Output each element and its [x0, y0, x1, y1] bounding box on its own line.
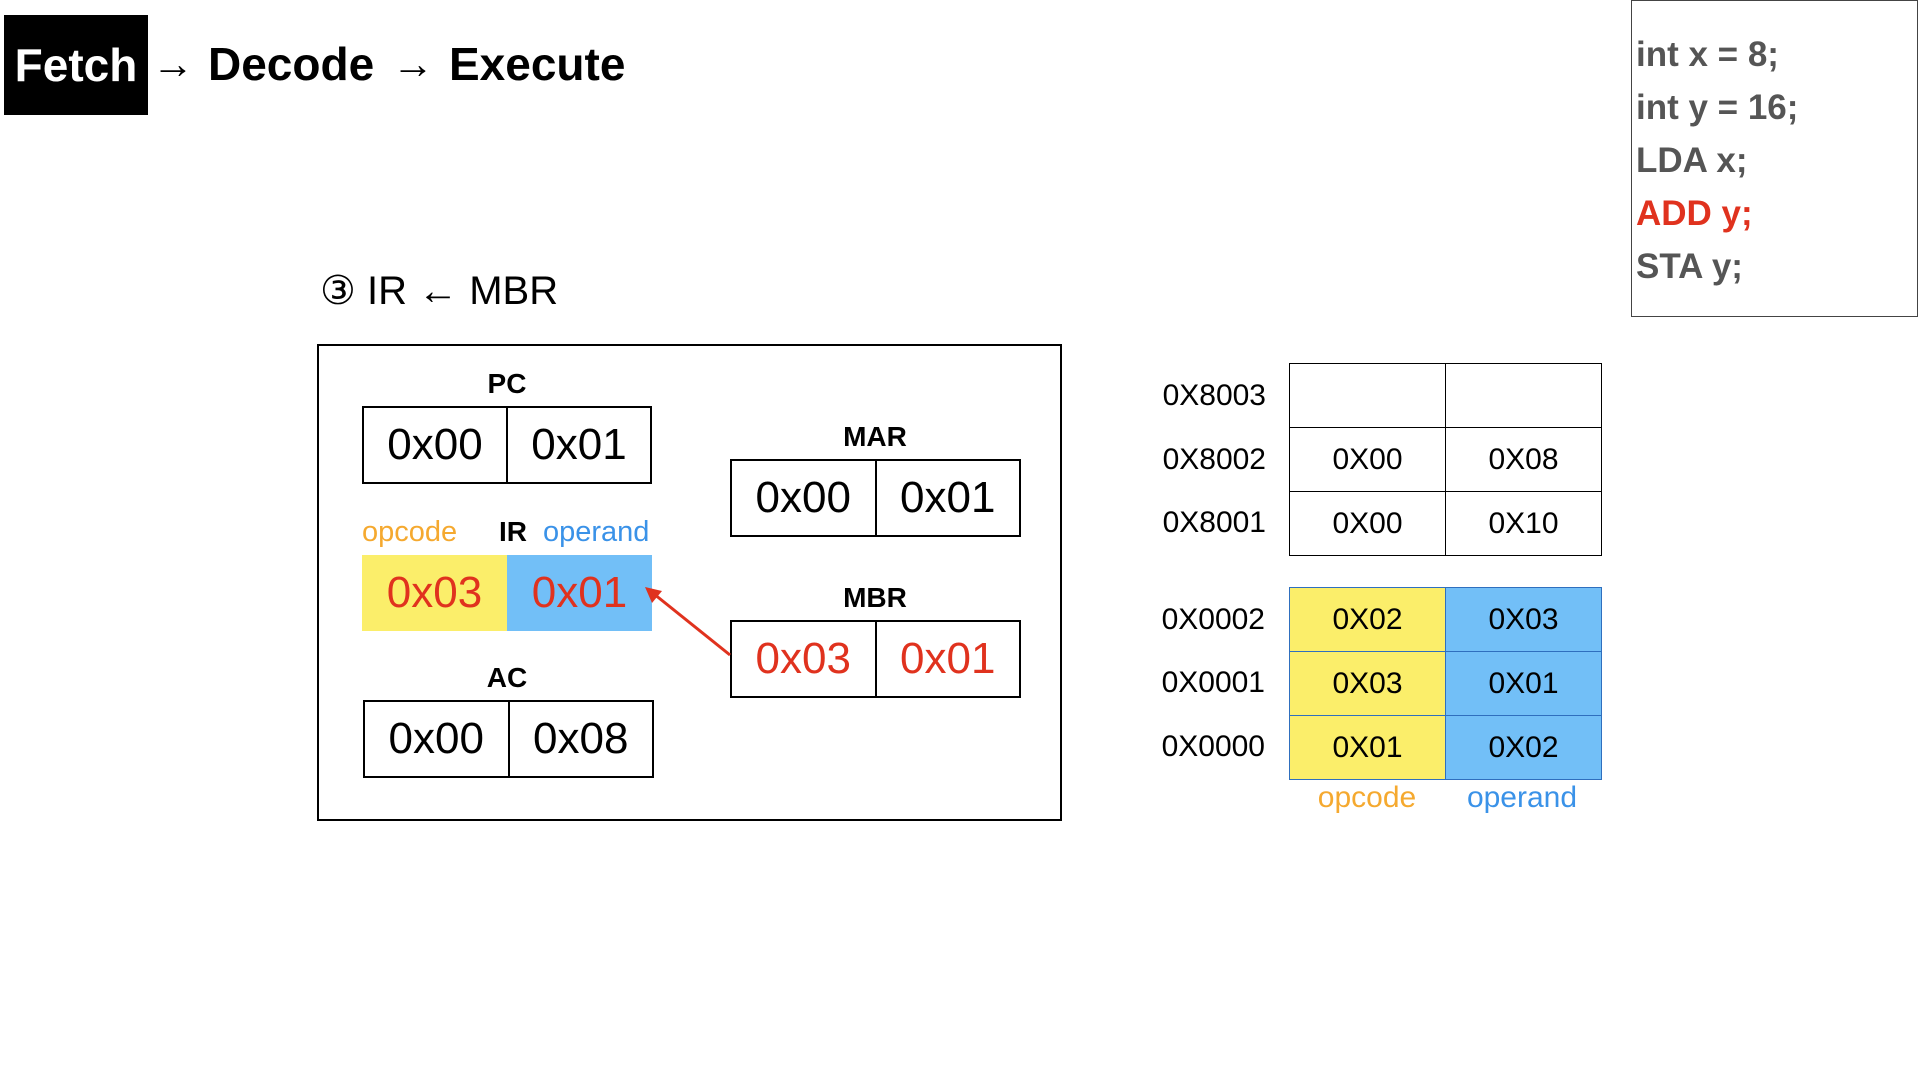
transfer-arrow-icon	[645, 587, 731, 657]
table-row: 0X00 0X10	[1289, 491, 1602, 556]
table-row	[1289, 363, 1602, 428]
pc-low: 0x01	[506, 408, 650, 482]
table-row: 0X03 0X01	[1289, 651, 1602, 716]
arrow-icon: →	[152, 40, 194, 87]
pc-high: 0x00	[387, 420, 483, 469]
ir-operand-label: operand	[543, 516, 650, 548]
code-line: int x = 8;	[1636, 35, 1779, 74]
memory-cell	[1289, 363, 1446, 428]
memory-operand-cell: 0X03	[1445, 587, 1602, 652]
arrow-icon: →	[392, 40, 434, 87]
ir-operand: 0x01	[507, 555, 652, 631]
ac-high: 0x00	[388, 714, 484, 763]
ac-low: 0x08	[507, 702, 653, 776]
memory-operand-caption: operand	[1466, 781, 1578, 814]
memory-cell: 0X08	[1445, 427, 1602, 492]
table-row: 0X01 0X02	[1289, 715, 1602, 780]
code-line: int y = 16;	[1636, 88, 1799, 127]
code-panel: int x = 8; int y = 16; LDA x; ADD y; STA…	[1631, 0, 1918, 317]
mar-label: MAR	[843, 421, 907, 452]
memory-address: 0X8003	[1162, 379, 1266, 412]
memory-cell: 0X00	[1289, 427, 1446, 492]
mbr-low: 0x01	[874, 622, 1020, 696]
mar-high: 0x00	[755, 473, 851, 522]
memory-opcode-caption: opcode	[1317, 781, 1417, 814]
memory-opcode-cell: 0X01	[1289, 715, 1446, 780]
mbr-register: 0x03 0x01	[730, 620, 1021, 698]
memory-cell: 0X10	[1445, 491, 1602, 556]
memory-operand-cell: 0X02	[1445, 715, 1602, 780]
cpu-box	[317, 344, 1062, 821]
memory-opcode-cell: 0X03	[1289, 651, 1446, 716]
table-row: 0X00 0X08	[1289, 427, 1602, 492]
memory-address: 0X0001	[1161, 666, 1265, 699]
pc-label: PC	[487, 368, 527, 399]
memory-cell	[1445, 363, 1602, 428]
mar-register: 0x00 0x01	[730, 459, 1021, 537]
stage-decode: Decode	[208, 38, 375, 90]
mbr-high: 0x03	[755, 634, 851, 683]
memory-address: 0X8002	[1162, 443, 1266, 476]
ir-opcode: 0x03	[362, 555, 507, 631]
memory-cell: 0X00	[1289, 491, 1446, 556]
ac-register: 0x00 0x08	[363, 700, 654, 778]
ac-label: AC	[486, 662, 528, 693]
memory-operand-cell: 0X01	[1445, 651, 1602, 716]
code-line-active: ADD y;	[1636, 194, 1753, 233]
ir-label: IR	[499, 516, 527, 547]
mar-low: 0x01	[874, 461, 1020, 535]
mbr-label: MBR	[843, 582, 907, 613]
table-row: 0X02 0X03	[1289, 587, 1602, 652]
stage-fetch-label: Fetch	[14, 39, 138, 91]
memory-address: 0X0000	[1161, 730, 1265, 763]
memory-data-table: 0X00 0X08 0X00 0X10	[1289, 363, 1602, 556]
stage-execute: Execute	[449, 38, 626, 90]
ir-opcode-label: opcode	[362, 516, 458, 548]
stage-fetch: Fetch	[4, 15, 148, 115]
code-line: STA y;	[1636, 247, 1743, 286]
memory-address: 0X8001	[1162, 506, 1266, 539]
pc-register: 0x00 0x01	[362, 406, 652, 484]
ir-register: 0x03 0x01	[362, 555, 652, 631]
code-line: LDA x;	[1636, 141, 1748, 180]
memory-opcode-cell: 0X02	[1289, 587, 1446, 652]
step-label: ③ IR ← MBR	[320, 269, 559, 313]
memory-code-table: 0X02 0X03 0X03 0X01 0X01 0X02	[1289, 587, 1602, 780]
memory-address: 0X0002	[1161, 603, 1265, 636]
